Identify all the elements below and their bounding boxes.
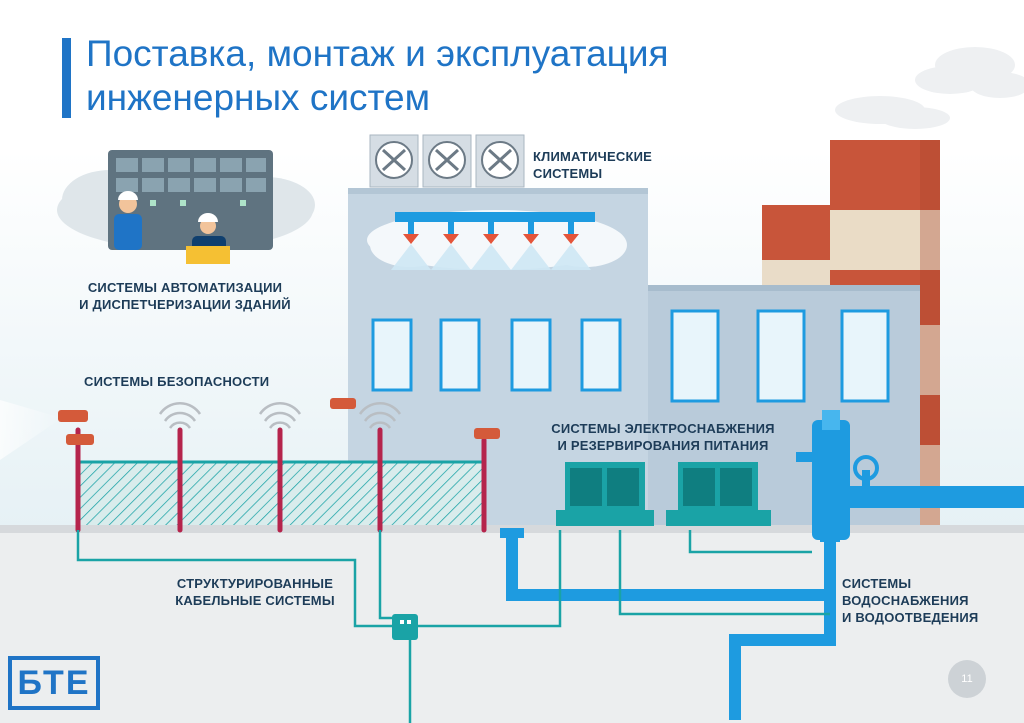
- power-cabinets: [556, 462, 771, 526]
- rooftop-fans: [369, 134, 525, 188]
- company-logo: [8, 656, 100, 710]
- page-title-line-2: инженерных систем: [86, 77, 431, 118]
- label-cabling-systems: СТРУКТУРИРОВАННЫЕ КАБЕЛЬНЫЕ СИСТЕМЫ: [170, 575, 340, 609]
- page-title-line-1: Поставка, монтаж и эксплуатация: [86, 33, 669, 74]
- label-water-line-3: И ВОДООТВЕДЕНИЯ: [842, 610, 979, 625]
- junction-port: [400, 620, 404, 624]
- label-water-systems: СИСТЕМЫ ВОДОСНАБЖЕНИЯ И ВОДООТВЕДЕНИЯ: [842, 575, 978, 626]
- label-automation-line-1: СИСТЕМЫ АВТОМАТИЗАЦИИ: [87, 280, 283, 295]
- label-power-line-1: СИСТЕМЫ ЭЛЕКТРОСНАБЖЕНИЯ: [551, 421, 775, 436]
- label-water-line-1: СИСТЕМЫ: [842, 576, 912, 591]
- label-security-systems: СИСТЕМЫ БЕЗОПАСНОСТИ: [84, 373, 269, 390]
- label-cabling-line-1: СТРУКТУРИРОВАННЫЕ: [176, 576, 334, 591]
- junction-port: [407, 620, 411, 624]
- label-cabling-line-2: КАБЕЛЬНЫЕ СИСТЕМЫ: [175, 593, 335, 608]
- building-windows: [371, 309, 890, 403]
- security-cameras: [0, 398, 500, 460]
- label-climate-line-1: КЛИМАТИЧЕСКИЕ: [533, 149, 652, 164]
- company-logo-text: БТЕ: [17, 664, 91, 702]
- label-security-line-1: СИСТЕМЫ БЕЗОПАСНОСТИ: [84, 374, 270, 389]
- title-accent-bar: [62, 38, 71, 118]
- page-number: 11: [948, 660, 986, 698]
- water-pipes: [500, 410, 1024, 720]
- page-title: Поставка, монтаж и эксплуатация инженерн…: [86, 32, 806, 120]
- climate-duct-system: [367, 210, 627, 270]
- control-room-panel: [57, 150, 315, 264]
- label-water-line-2: ВОДОСНАБЖЕНИЯ: [842, 593, 969, 608]
- label-power-systems: СИСТЕМЫ ЭЛЕКТРОСНАБЖЕНИЯ И РЕЗЕРВИРОВАНИ…: [545, 420, 781, 454]
- label-climate-systems: КЛИМАТИЧЕСКИЕ СИСТЕМЫ: [533, 148, 652, 182]
- label-power-line-2: И РЕЗЕРВИРОВАНИЯ ПИТАНИЯ: [557, 438, 769, 453]
- label-automation-line-2: И ДИСПЕТЧЕРИЗАЦИИ ЗДАНИЙ: [79, 297, 291, 312]
- clouds: [835, 47, 1024, 129]
- cable-lines: [76, 530, 830, 723]
- junction-box: [392, 614, 418, 640]
- security-fence: [75, 427, 487, 533]
- wireless-sensors: [158, 402, 402, 429]
- label-automation-systems: СИСТЕМЫ АВТОМАТИЗАЦИИ И ДИСПЕТЧЕРИЗАЦИИ …: [67, 279, 303, 313]
- label-climate-line-2: СИСТЕМЫ: [533, 166, 603, 181]
